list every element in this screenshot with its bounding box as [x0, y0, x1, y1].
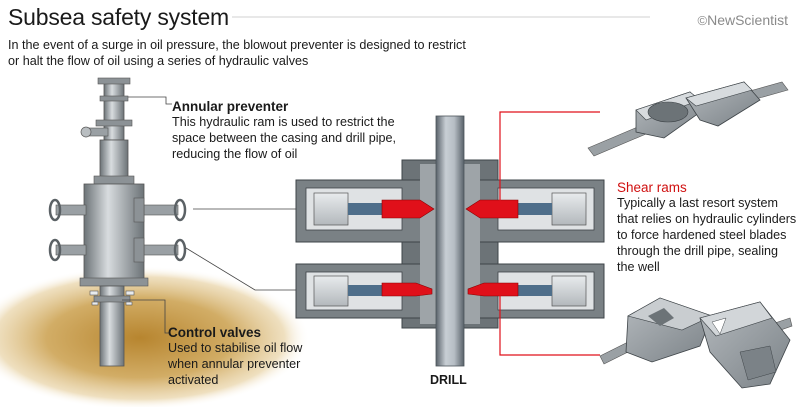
upper-ram-left	[381, 199, 435, 219]
control-valves-label: Control valves Used to stabilise oil flo…	[168, 325, 328, 388]
shear-rams-description: Typically a last resort system that reli…	[617, 196, 797, 274]
wellhead-stack	[48, 77, 187, 367]
shear-blade-left	[381, 282, 433, 297]
drill-label: DRILL	[430, 373, 467, 387]
copyright-icon: ©	[697, 13, 708, 28]
annular-preventer-label: Annular preventer This hydraulic ram is …	[172, 99, 412, 162]
shear-callout-lines	[499, 111, 600, 356]
upper-ram-right	[465, 199, 519, 219]
brand-logo: ©NewScientist	[697, 12, 788, 28]
control-valves-description: Used to stabilise oil flow when annular …	[168, 341, 303, 387]
page-subtitle: In the event of a surge in oil pressure,…	[8, 38, 466, 68]
upper-ram-3d	[587, 81, 789, 157]
page-title: Subsea safety system	[8, 4, 229, 30]
brand-name: NewScientist	[707, 12, 788, 28]
annular-preventer-description: This hydraulic ram is used to restrict t…	[172, 115, 397, 161]
control-valves-title: Control valves	[168, 325, 262, 340]
stack-to-lower-ram-line	[185, 247, 296, 291]
shear-blade-right	[467, 282, 519, 297]
shear-rams-title: Shear rams	[617, 180, 687, 195]
seabed	[0, 266, 310, 407]
shear-rams-label: Shear rams Typically a last resort syste…	[617, 180, 797, 275]
annular-preventer-title: Annular preventer	[172, 99, 289, 114]
shear-ram-3d	[599, 297, 793, 389]
annular-leader	[128, 96, 172, 105]
control-leader	[122, 299, 170, 334]
drill-pipe	[435, 115, 465, 367]
